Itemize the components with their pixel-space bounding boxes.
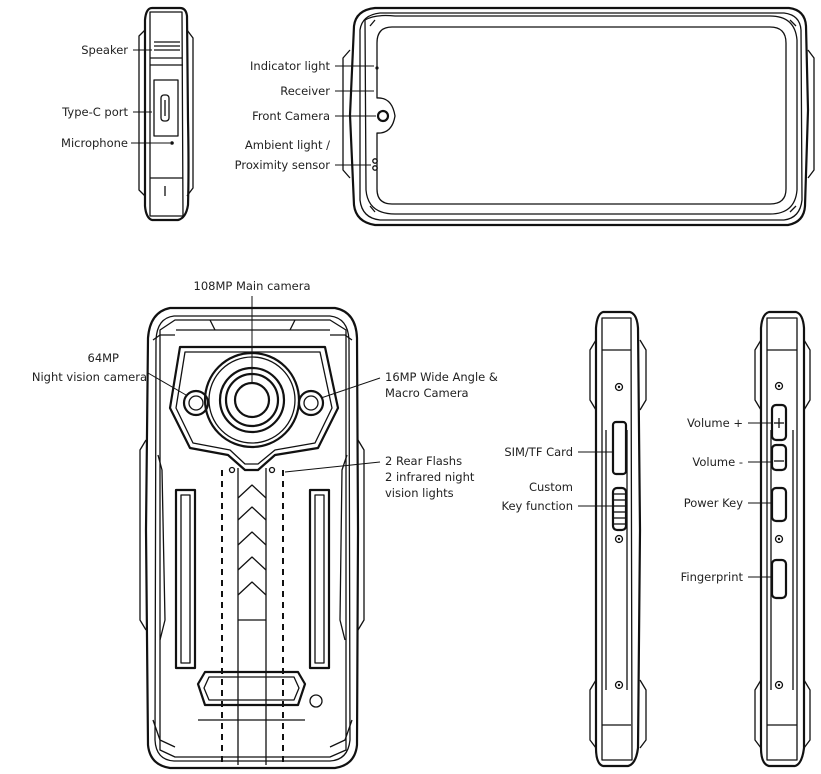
label-night-vision-lights: vision lights xyxy=(385,486,454,500)
power-key xyxy=(770,486,788,523)
fingerprint-key xyxy=(770,558,788,600)
speaker-grille xyxy=(154,41,180,51)
left-side-view: SIM/TF Card Custom Key function xyxy=(502,310,647,768)
label-type-c-port: Type-C port xyxy=(61,105,128,119)
main-camera-lens xyxy=(233,381,271,419)
label-indicator-light: Indicator light xyxy=(250,59,330,73)
front-screen xyxy=(376,26,787,205)
label-infrared-lights: 2 infrared night xyxy=(385,470,475,484)
top-edge-view: Speaker Type-C port Microphone xyxy=(61,6,194,222)
label-rear-flashes: 2 Rear Flashs xyxy=(385,454,462,468)
type-c-port xyxy=(153,79,179,137)
label-main-camera: 108MP Main camera xyxy=(194,279,311,293)
label-64mp: 64MP xyxy=(88,351,120,365)
label-front-camera: Front Camera xyxy=(252,109,330,123)
indicator-light xyxy=(375,66,379,70)
sim-tray xyxy=(611,420,628,476)
label-key-function: Key function xyxy=(502,499,573,513)
custom-key xyxy=(611,486,628,532)
rear-flash xyxy=(228,466,236,474)
right-side-view: Volume + Volume - Power Key Fingerprint xyxy=(681,310,811,768)
back-bottom-plate xyxy=(196,670,307,707)
label-proximity-sensor: Proximity sensor xyxy=(235,158,331,172)
front-view: Indicator light Receiver Front Camera Am… xyxy=(235,6,815,227)
back-view: 108MP Main camera 64MP Night vision came… xyxy=(32,279,498,770)
label-night-vision-camera: Night vision camera xyxy=(32,370,147,384)
label-speaker: Speaker xyxy=(81,43,128,57)
night-vision-camera-lens xyxy=(182,389,210,417)
front-camera-lens xyxy=(376,109,390,123)
label-receiver: Receiver xyxy=(280,84,330,98)
label-microphone: Microphone xyxy=(61,136,128,150)
microphone-hole xyxy=(170,141,174,145)
label-ambient-light: Ambient light / xyxy=(245,138,330,152)
wide-angle-camera-lens xyxy=(297,389,325,417)
label-volume-up: Volume + xyxy=(687,416,743,430)
label-macro-camera: Macro Camera xyxy=(385,386,469,400)
volume-down-key xyxy=(770,443,788,472)
label-fingerprint: Fingerprint xyxy=(681,570,744,584)
label-custom: Custom xyxy=(529,480,573,494)
camera-module-plate xyxy=(168,345,340,472)
label-volume-down: Volume - xyxy=(692,455,743,469)
label-sim-tf-card: SIM/TF Card xyxy=(504,445,573,459)
label-wide-angle: 16MP Wide Angle & xyxy=(385,370,498,384)
label-power-key: Power Key xyxy=(684,496,743,510)
